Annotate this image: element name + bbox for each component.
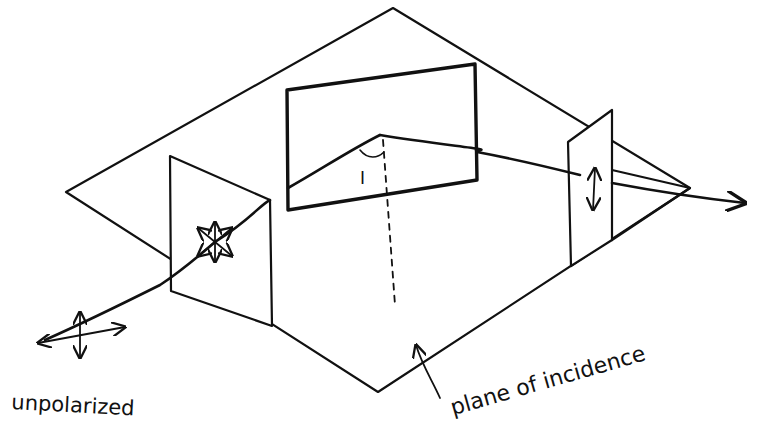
right-polarizer <box>568 110 612 266</box>
annotation: plane of incidence <box>448 342 648 419</box>
normal-line <box>383 140 395 305</box>
polarization-star <box>198 222 232 262</box>
reflected-beam <box>612 183 745 203</box>
angle-label: I <box>360 170 365 187</box>
mirror <box>287 64 477 210</box>
reflected-beam <box>380 135 580 175</box>
polarization-arrow <box>593 168 595 210</box>
polarizer-shadow <box>612 170 690 240</box>
left-polarizer <box>170 156 272 326</box>
plane-of-incidence <box>66 8 690 392</box>
angle-arc <box>360 150 384 157</box>
leader-arrow <box>416 345 440 398</box>
incident-beam <box>288 135 380 188</box>
annotation: unpolarized <box>11 392 135 419</box>
incident-beam <box>45 242 215 340</box>
unpolarized-symbol <box>38 312 125 358</box>
